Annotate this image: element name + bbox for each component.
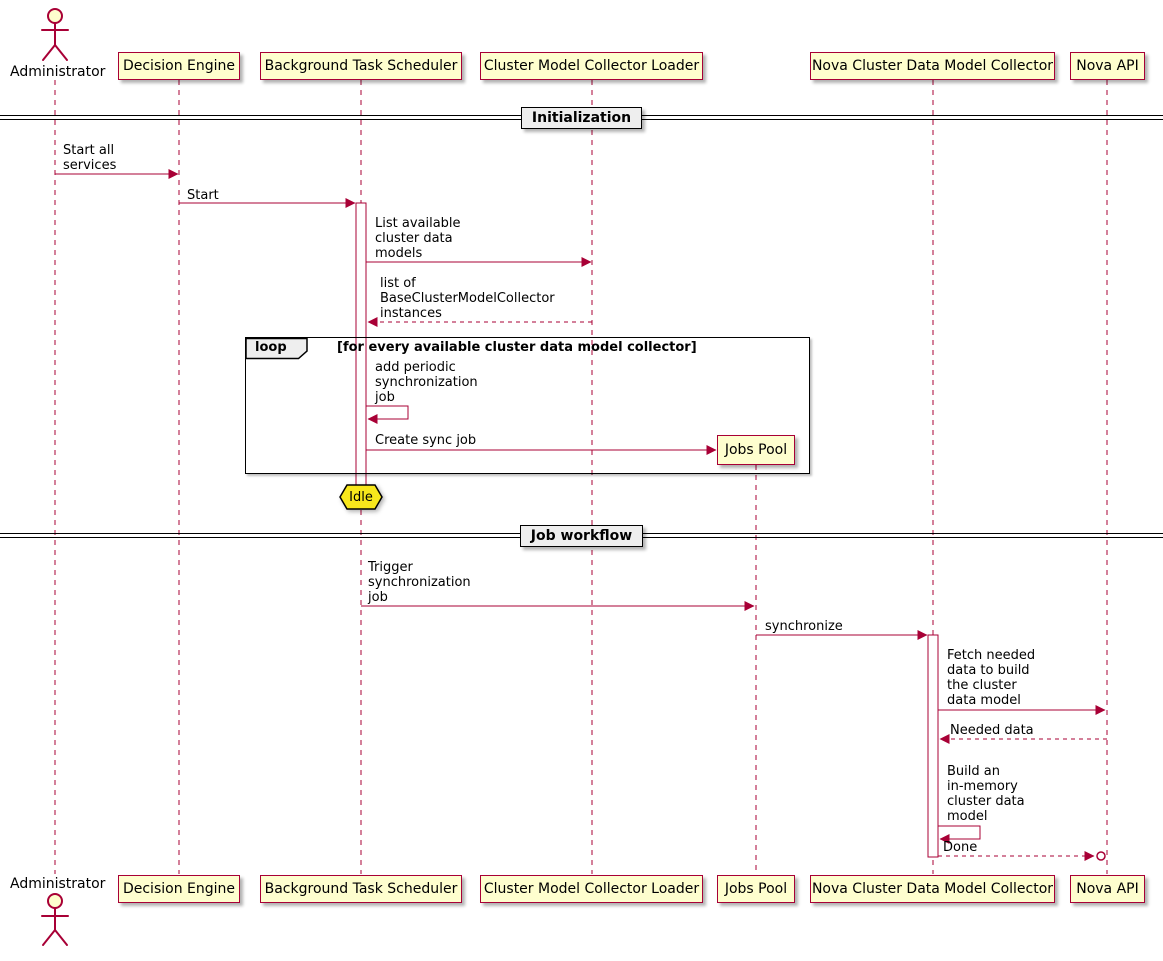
message-arrows	[55, 169, 1107, 861]
divider-initialization-label: Initialization	[520, 107, 643, 129]
actor-label-administrator-top: Administrator	[10, 64, 106, 80]
loop-label-pentagon	[245, 337, 308, 360]
participant-cluster-model-collector-loader-bottom: Cluster Model Collector Loader	[480, 875, 703, 903]
participant-decision-engine-top: Decision Engine	[118, 52, 240, 80]
loop-frame	[245, 337, 810, 474]
idle-hexagon	[339, 484, 383, 510]
divider-job-workflow-label: Job workflow	[519, 525, 644, 547]
message-done: Done	[943, 840, 978, 855]
message-add-periodic-job: add periodic synchronization job	[375, 360, 478, 405]
message-fetch-data: Fetch needed data to build the cluster d…	[947, 648, 1036, 708]
message-start-all-services: Start all services	[63, 143, 117, 173]
done-end-circle-icon	[1096, 851, 1106, 861]
activation-nova-cluster-data-model-collector	[927, 634, 939, 858]
participant-nova-cluster-data-model-collector-bottom: Nova Cluster Data Model Collector	[810, 875, 1055, 903]
actor-label-administrator-bottom: Administrator	[10, 876, 106, 892]
message-start: Start	[187, 188, 219, 203]
participant-background-task-scheduler-top: Background Task Scheduler	[260, 52, 462, 80]
arrow-build-model-self	[938, 825, 981, 844]
message-list-available-models: List available cluster data models	[375, 216, 461, 261]
divider-job-workflow: Job workflow	[0, 524, 1163, 548]
administrator-actor-top-icon	[41, 8, 69, 61]
loop-frame-condition: [for every available cluster data model …	[337, 340, 697, 355]
message-synchronize: synchronize	[765, 619, 843, 634]
participant-nova-api-bottom: Nova API	[1070, 875, 1145, 903]
divider-initialization: Initialization	[0, 106, 1163, 130]
participant-nova-cluster-data-model-collector-top: Nova Cluster Data Model Collector	[810, 52, 1055, 80]
message-needed-data: Needed data	[950, 723, 1034, 738]
participant-nova-api-top: Nova API	[1070, 52, 1145, 80]
participant-jobs-pool-bottom: Jobs Pool	[717, 875, 795, 903]
message-build-model: Build an in-memory cluster data model	[947, 764, 1025, 824]
idle-note-label: Idle	[349, 490, 373, 505]
loop-frame-keyword: loop	[255, 340, 287, 355]
administrator-actor-bottom-icon	[41, 893, 69, 946]
message-trigger-job: Trigger synchronization job	[368, 560, 471, 605]
participant-jobs-pool-created: Jobs Pool	[717, 435, 795, 465]
message-create-sync-job: Create sync job	[375, 433, 477, 448]
participant-cluster-model-collector-loader-top: Cluster Model Collector Loader	[480, 52, 703, 80]
participant-decision-engine-bottom: Decision Engine	[118, 875, 240, 903]
participant-background-task-scheduler-bottom: Background Task Scheduler	[260, 875, 462, 903]
message-list-of-instances: list of BaseClusterModelCollector instan…	[380, 276, 555, 321]
arrow-add-periodic-job-self	[366, 405, 409, 424]
